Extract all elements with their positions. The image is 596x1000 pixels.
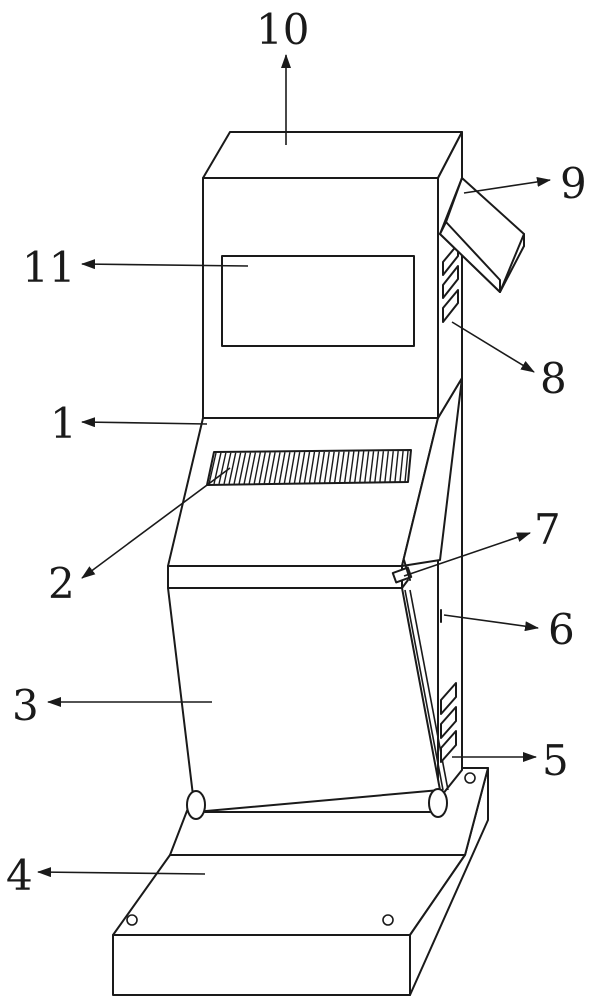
leader-4 — [37, 867, 206, 878]
side-vents-lower — [440, 682, 457, 763]
wheel — [186, 790, 206, 820]
side-vents-upper — [442, 243, 459, 323]
grille-slat — [333, 451, 340, 483]
grille-slat — [394, 451, 399, 483]
grille-slat — [258, 452, 266, 484]
grille-slat — [374, 451, 380, 483]
grille-slat — [278, 452, 286, 484]
label-6: 6 — [548, 605, 575, 654]
vent-grille — [206, 449, 412, 486]
grille-slat — [354, 451, 360, 483]
label-11: 11 — [22, 243, 75, 292]
leader-lines — [37, 54, 551, 878]
grille-slat — [263, 452, 271, 484]
grille-slat — [268, 452, 276, 484]
grille-slat — [369, 451, 375, 483]
grille-slat — [384, 451, 390, 483]
card-slot-unit — [439, 177, 525, 293]
leader-11 — [81, 259, 249, 270]
grille-slat — [379, 451, 385, 483]
grille-slat — [228, 452, 237, 484]
leader-6 — [443, 614, 539, 632]
leader-1 — [81, 417, 208, 428]
grille-slat — [303, 451, 311, 484]
base-bolt-hole — [382, 914, 394, 926]
grille-slat — [238, 452, 247, 484]
label-5: 5 — [542, 736, 569, 785]
grille-slat — [243, 452, 252, 484]
label-4: 4 — [6, 851, 33, 900]
label-2: 2 — [48, 559, 75, 608]
label-7: 7 — [534, 505, 561, 554]
base-bolt-hole — [126, 914, 138, 926]
middle-console — [167, 377, 463, 567]
grille-slat — [338, 451, 345, 483]
grille-slat — [283, 452, 291, 484]
grille-slat — [399, 450, 404, 483]
grille-slat — [313, 451, 321, 484]
grille-slat — [218, 452, 227, 485]
grille-slat — [359, 451, 365, 483]
hinge — [391, 559, 413, 584]
leader-9 — [463, 176, 551, 194]
wheel — [428, 788, 448, 818]
display-screen — [221, 255, 415, 347]
grille-slat — [223, 452, 232, 484]
leader-7 — [403, 532, 531, 577]
leader-2 — [81, 467, 231, 579]
grille-slat — [208, 452, 217, 485]
grille-slat — [328, 451, 335, 483]
label-3: 3 — [12, 681, 39, 730]
grille-slat — [323, 451, 330, 483]
grille-slat — [288, 452, 296, 484]
grille-slat — [389, 451, 394, 483]
part-labels: 10 9 11 8 1 2 7 6 3 5 4 — [6, 5, 587, 900]
grille-slat — [349, 451, 355, 483]
grille-slat — [308, 451, 316, 484]
label-9: 9 — [560, 159, 587, 208]
grille-slat — [248, 452, 257, 484]
grille-slat — [233, 452, 242, 484]
grille-slat — [253, 452, 261, 484]
leader-8 — [451, 321, 535, 373]
grille-slat — [298, 451, 306, 484]
grille-slat — [318, 451, 325, 483]
grille-slat — [364, 451, 370, 483]
upper-housing — [202, 131, 463, 419]
grille-slat — [404, 450, 409, 483]
grille-slat — [273, 452, 281, 484]
label-10: 10 — [256, 5, 309, 54]
grille-slat — [293, 452, 301, 484]
grille-slat — [343, 451, 350, 483]
base-bolt-hole — [464, 772, 476, 784]
label-8: 8 — [540, 354, 567, 403]
lower-cabinet — [167, 557, 449, 820]
label-1: 1 — [50, 399, 77, 448]
